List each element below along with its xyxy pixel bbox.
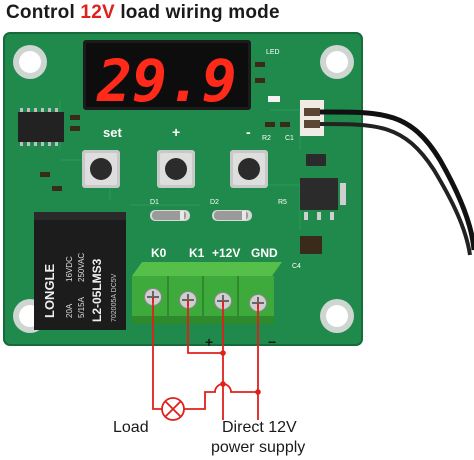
mounting-hole-br	[320, 299, 354, 333]
led-indicator	[268, 96, 280, 102]
label-c1: C1	[285, 135, 294, 142]
terminal-label-12v: +12V	[212, 246, 240, 260]
capacitor-c4	[300, 236, 322, 254]
sensor-connector	[300, 100, 324, 136]
page-title: Control 12V load wiring mode	[6, 2, 280, 24]
relay-brand: LONGLE	[42, 264, 57, 318]
sensor-cable	[319, 109, 474, 251]
label-led: LED	[266, 49, 280, 56]
smd-capacitor	[306, 154, 326, 166]
title-suffix: load wiring mode	[114, 2, 280, 23]
wiring-minus-label: −	[268, 334, 277, 350]
display-digits: 29.9	[96, 47, 237, 115]
set-button[interactable]	[82, 150, 120, 188]
terminal-label-k1: K1	[189, 246, 205, 260]
wiring-lines	[152, 297, 259, 420]
minus-button[interactable]	[230, 150, 268, 188]
relay-spec4: 250VAC	[77, 253, 86, 282]
title-accent: 12V	[80, 2, 115, 23]
title-prefix: Control	[6, 2, 81, 23]
terminal-block	[132, 262, 282, 324]
load-label: Load	[113, 419, 149, 436]
label-minus: -	[246, 124, 251, 140]
label-set: set	[103, 125, 122, 140]
plus-button[interactable]	[157, 150, 195, 188]
mounting-hole-tr	[320, 45, 354, 79]
relay-code: 702005A DC5V	[111, 273, 118, 322]
terminal-label-k0: K0	[151, 246, 167, 260]
ic-chip	[18, 112, 64, 142]
relay-model: L2-05LMS3	[90, 258, 104, 322]
label-plus: +	[172, 124, 180, 140]
mounting-hole-tl	[13, 45, 47, 79]
diode-d1	[150, 210, 190, 221]
label-d1: D1	[150, 199, 159, 206]
label-r5: R5	[278, 199, 287, 206]
diode-d2	[212, 210, 252, 221]
wiring-plus-label: +	[205, 334, 214, 350]
supply-label-line2: power supply	[211, 439, 306, 456]
label-c4: C4	[292, 263, 301, 270]
relay-spec2: 16VDC	[65, 256, 74, 282]
relay: LONGLE 20A 16VDC 5/15A 250VAC L2-05LMS3 …	[34, 212, 126, 330]
supply-label-line1: Direct 12V	[222, 419, 297, 436]
label-r2: R2	[262, 135, 271, 142]
voltage-regulator	[300, 178, 346, 220]
relay-spec1: 20A	[65, 303, 74, 318]
terminal-label-gnd: GND	[251, 246, 278, 260]
load-lamp-icon	[161, 397, 185, 421]
label-d2: D2	[210, 199, 219, 206]
relay-spec3: 5/15A	[77, 296, 86, 318]
